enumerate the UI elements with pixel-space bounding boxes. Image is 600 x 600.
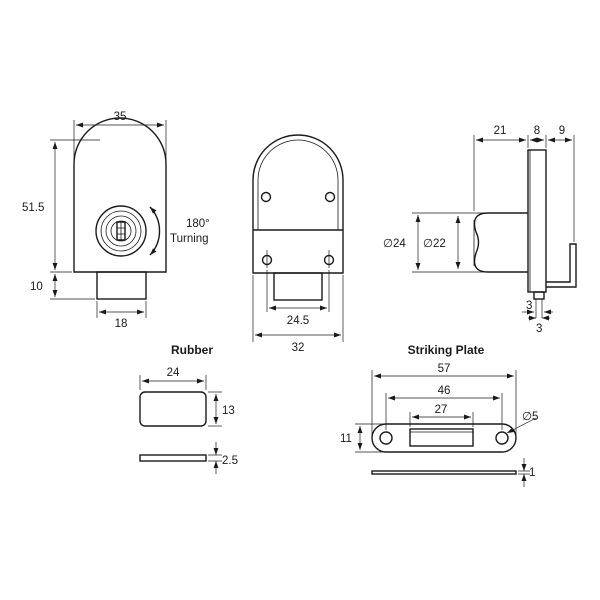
- svg-text:1: 1: [529, 467, 535, 479]
- side-bracket-dimension: 9: [548, 125, 575, 242]
- cylinder-housing: [96, 271, 147, 300]
- cylinder-projection-dimension: 10: [30, 274, 95, 300]
- svg-text:3: 3: [536, 323, 542, 335]
- rear-screw-hole: [260, 191, 272, 203]
- rotation-arc-arrow: [149, 206, 161, 256]
- rubber-pad-outline: [139, 391, 207, 427]
- svg-text:21: 21: [494, 125, 507, 137]
- rubber-title: Rubber: [171, 343, 213, 357]
- side-tab-dimension-bottom: 3: [528, 315, 550, 335]
- side-depth-dimension: 21: [473, 125, 529, 211]
- front-view: 180° Turning 35 51.5 10 18: [22, 111, 210, 330]
- rubber-thickness-dimension: 2.5: [208, 442, 238, 474]
- svg-text:∅22: ∅22: [423, 238, 446, 250]
- rear-body-outline: [252, 134, 344, 274]
- svg-text:27: 27: [435, 404, 448, 416]
- svg-text:35: 35: [114, 111, 127, 123]
- svg-text:13: 13: [222, 405, 235, 417]
- rear-inner-width-dimension: 24.5: [266, 270, 330, 327]
- striking-plate-hole: [379, 431, 393, 445]
- plate-thickness-dimension: 1: [518, 458, 535, 487]
- side-bracket: [546, 243, 577, 288]
- svg-text:11: 11: [340, 433, 352, 445]
- svg-text:3: 3: [526, 300, 532, 312]
- svg-text:∅5: ∅5: [522, 411, 538, 423]
- side-outer-diameter-dimension: ∅24: [383, 212, 486, 273]
- rubber-width-dimension: 24: [139, 367, 207, 390]
- cylinder-width-dimension: 18: [96, 301, 147, 330]
- hole-diameter-dimension: ∅5: [506, 411, 538, 434]
- slot-length-dimension: 27: [409, 404, 474, 427]
- striking-plate-detail: Striking Plate 57 46 27 ∅5: [340, 343, 538, 487]
- striking-plate-slot: [409, 428, 474, 447]
- svg-text:57: 57: [438, 363, 451, 375]
- rear-screw-hole: [324, 191, 336, 203]
- front-height-dimension: 51.5: [22, 139, 100, 273]
- side-tab-dimension-top: 3: [522, 300, 553, 315]
- front-width-dimension: 35: [73, 111, 167, 160]
- side-plate-dimension: 8: [530, 125, 547, 148]
- svg-text:24: 24: [167, 367, 180, 379]
- hole-spacing-dimension: 46: [385, 385, 503, 430]
- svg-text:18: 18: [115, 318, 128, 330]
- svg-text:10: 10: [30, 281, 43, 293]
- svg-text:∅24: ∅24: [383, 238, 406, 250]
- rear-view: 24.5 32: [252, 134, 344, 354]
- side-view: 21 8 9 ∅24 ∅22 3: [383, 125, 577, 335]
- svg-text:46: 46: [438, 385, 451, 397]
- side-inner-diameter-dimension: ∅22: [423, 216, 461, 269]
- striking-plate-profile: [371, 470, 517, 475]
- rear-outer-width-dimension: 32: [252, 275, 344, 354]
- rotation-word-label: Turning: [170, 233, 209, 245]
- svg-text:2.5: 2.5: [222, 455, 238, 467]
- plate-length-dimension: 57: [371, 363, 517, 436]
- rubber-height-dimension: 13: [208, 391, 235, 427]
- rubber-pad-profile: [139, 454, 207, 462]
- rear-body-inner-outline: [257, 139, 339, 230]
- rubber-detail: Rubber 24 13 2.5: [139, 343, 238, 474]
- side-latch-tab: [533, 291, 545, 300]
- striking-plate-title: Striking Plate: [408, 343, 485, 357]
- svg-text:51.5: 51.5: [22, 202, 44, 214]
- striking-plate-outline: [371, 423, 517, 453]
- key-cylinder: [95, 205, 147, 257]
- striking-plate-hole: [495, 431, 509, 445]
- front-body-outline: [73, 117, 167, 273]
- rear-latch-block: [273, 272, 323, 301]
- svg-text:32: 32: [292, 342, 305, 354]
- side-knob-outline: [473, 212, 528, 273]
- plate-height-dimension: 11: [340, 423, 384, 453]
- svg-text:24.5: 24.5: [287, 315, 309, 327]
- svg-text:9: 9: [559, 125, 565, 137]
- side-body-plate: [527, 149, 547, 293]
- rotation-angle-label: 180°: [186, 218, 210, 230]
- svg-text:8: 8: [534, 125, 540, 137]
